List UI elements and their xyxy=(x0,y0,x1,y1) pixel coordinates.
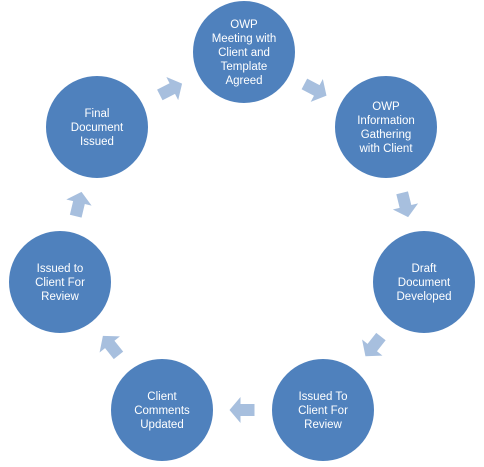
node-label-line: Document xyxy=(398,277,451,289)
node-circle xyxy=(7,229,113,335)
node-label-line: with Client xyxy=(358,143,413,155)
node-label-line: Review xyxy=(304,419,342,431)
node-label-line: Document xyxy=(71,122,124,134)
cycle-arrow-4 xyxy=(229,397,255,423)
node-label-line: Meeting with xyxy=(212,33,277,45)
node-label-line: OWP xyxy=(230,19,258,31)
node-circle xyxy=(109,357,215,463)
node-label-line: Issued to xyxy=(37,263,84,275)
node-label-line: Issued To xyxy=(298,391,347,403)
node-label-line: Client and xyxy=(218,47,270,59)
node-label-line: Agreed xyxy=(225,75,262,87)
node-label-line: Developed xyxy=(397,291,452,303)
node-circle xyxy=(270,357,376,463)
cycle-arrow-6 xyxy=(66,191,92,218)
node-circle xyxy=(44,74,150,180)
node-label-line: Client For xyxy=(298,405,348,417)
node-label-line: Issued xyxy=(80,136,114,148)
cycle-arrow-1 xyxy=(301,78,327,102)
node-label-line: OWP xyxy=(372,101,400,113)
node-label-line: Client xyxy=(147,391,177,403)
node-label-line: Draft xyxy=(412,263,438,275)
node-circle xyxy=(333,74,439,180)
node-label-line: Updated xyxy=(140,419,183,431)
cycle-arrow-2 xyxy=(392,191,419,218)
node-label-line: Comments xyxy=(134,405,190,417)
node-circle xyxy=(371,229,477,335)
node-label-line: Final xyxy=(85,108,110,120)
cycle-arrow-5 xyxy=(99,335,124,360)
node-label-line: Gathering xyxy=(361,129,412,141)
cycle-arrow-3 xyxy=(362,332,386,357)
node-label-line: Client For xyxy=(35,277,85,289)
node-circle xyxy=(191,0,297,105)
node-label-line: Information xyxy=(357,115,415,127)
node-label-line: Template xyxy=(221,61,268,73)
node-label-line: Review xyxy=(41,291,79,303)
arrows-layer xyxy=(66,77,419,423)
cycle-arrow-7 xyxy=(157,77,183,101)
